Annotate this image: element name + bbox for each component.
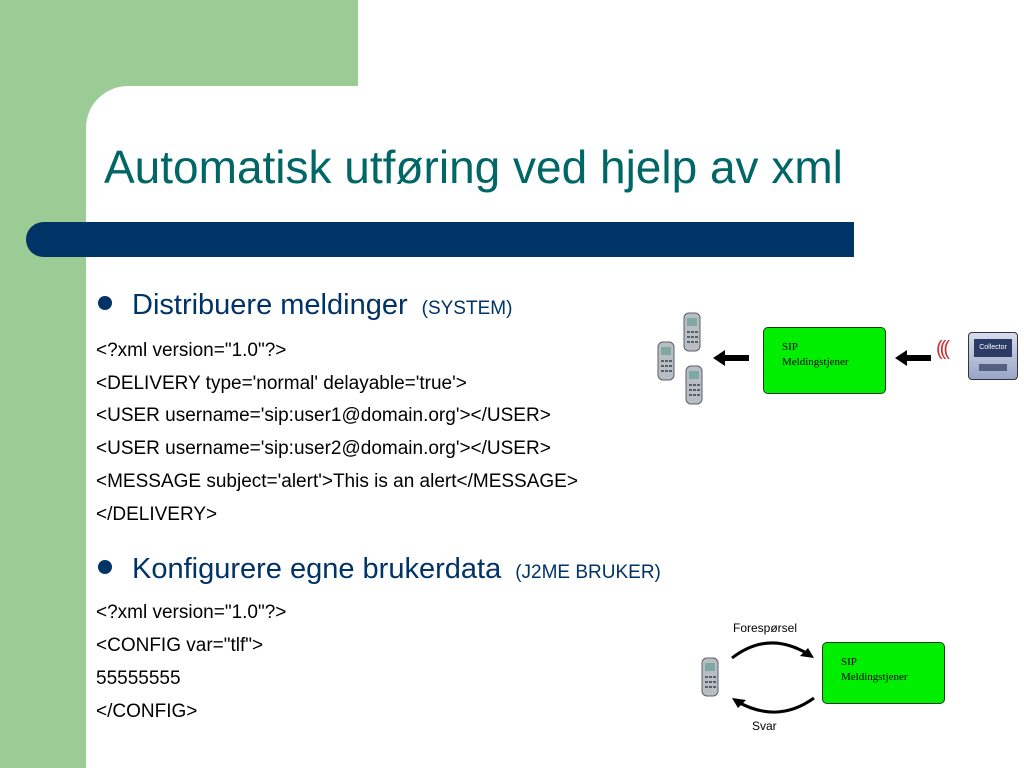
code-line: 55555555 [96,668,181,689]
bullet-konfigurere: Konfigurere egne brukerdata (J2ME BRUKER) [98,553,661,586]
mobile-phone-icon [701,657,719,697]
response-label: Svar [752,719,777,733]
sip-server-box: SIP Meldingstjener [822,642,945,704]
code-line: <?xml version="1.0"?> [96,602,287,623]
bullet-heading: Konfigurere egne brukerdata [132,553,502,585]
mobile-phone-icon [683,312,701,352]
bullet-distribuere: Distribuere meldinger (SYSTEM) [98,289,512,322]
bullet-heading: Distribuere meldinger [132,289,408,321]
server-label: Meldingstjener [782,356,849,368]
mobile-phone-icon [685,365,703,405]
collector-device-icon: Collector [968,332,1018,380]
code-line: <DELIVERY type='normal' delayable='true'… [96,373,467,394]
title-underline-bar [26,222,854,257]
arrow-left-icon [713,350,749,366]
request-arrow-icon [731,641,814,660]
bullet-dot-icon [98,560,112,575]
collector-screen: Collector [974,339,1012,357]
request-label: Forespørsel [733,621,798,635]
code-line: <USER username='sip:user2@domain.org'></… [96,438,551,459]
server-label: SIP [782,341,798,353]
server-label: SIP [841,656,857,668]
code-line: </DELIVERY> [96,504,218,525]
code-line: </CONFIG> [96,701,198,722]
bullet-dot-icon [98,296,112,311]
server-label: Meldingstjener [841,671,908,683]
arrow-left-icon [895,350,931,366]
signal-waves-icon: ((( [936,338,950,360]
mobile-phone-icon [657,341,675,381]
response-arrow-icon [732,696,815,714]
collector-base [979,364,1007,371]
slide-title: Automatisk utføring ved hjelp av xml [104,141,843,193]
code-line: <CONFIG var="tlf"> [96,635,264,656]
code-line: <USER username='sip:user1@domain.org'></… [96,405,551,426]
sip-server-box: SIP Meldingstjener [763,327,886,394]
code-line: <MESSAGE subject='alert'>This is an aler… [96,471,578,492]
bullet-tag: (SYSTEM) [421,298,513,319]
code-line: <?xml version="1.0"?> [96,340,287,361]
bullet-tag: (J2ME BRUKER) [515,562,661,583]
